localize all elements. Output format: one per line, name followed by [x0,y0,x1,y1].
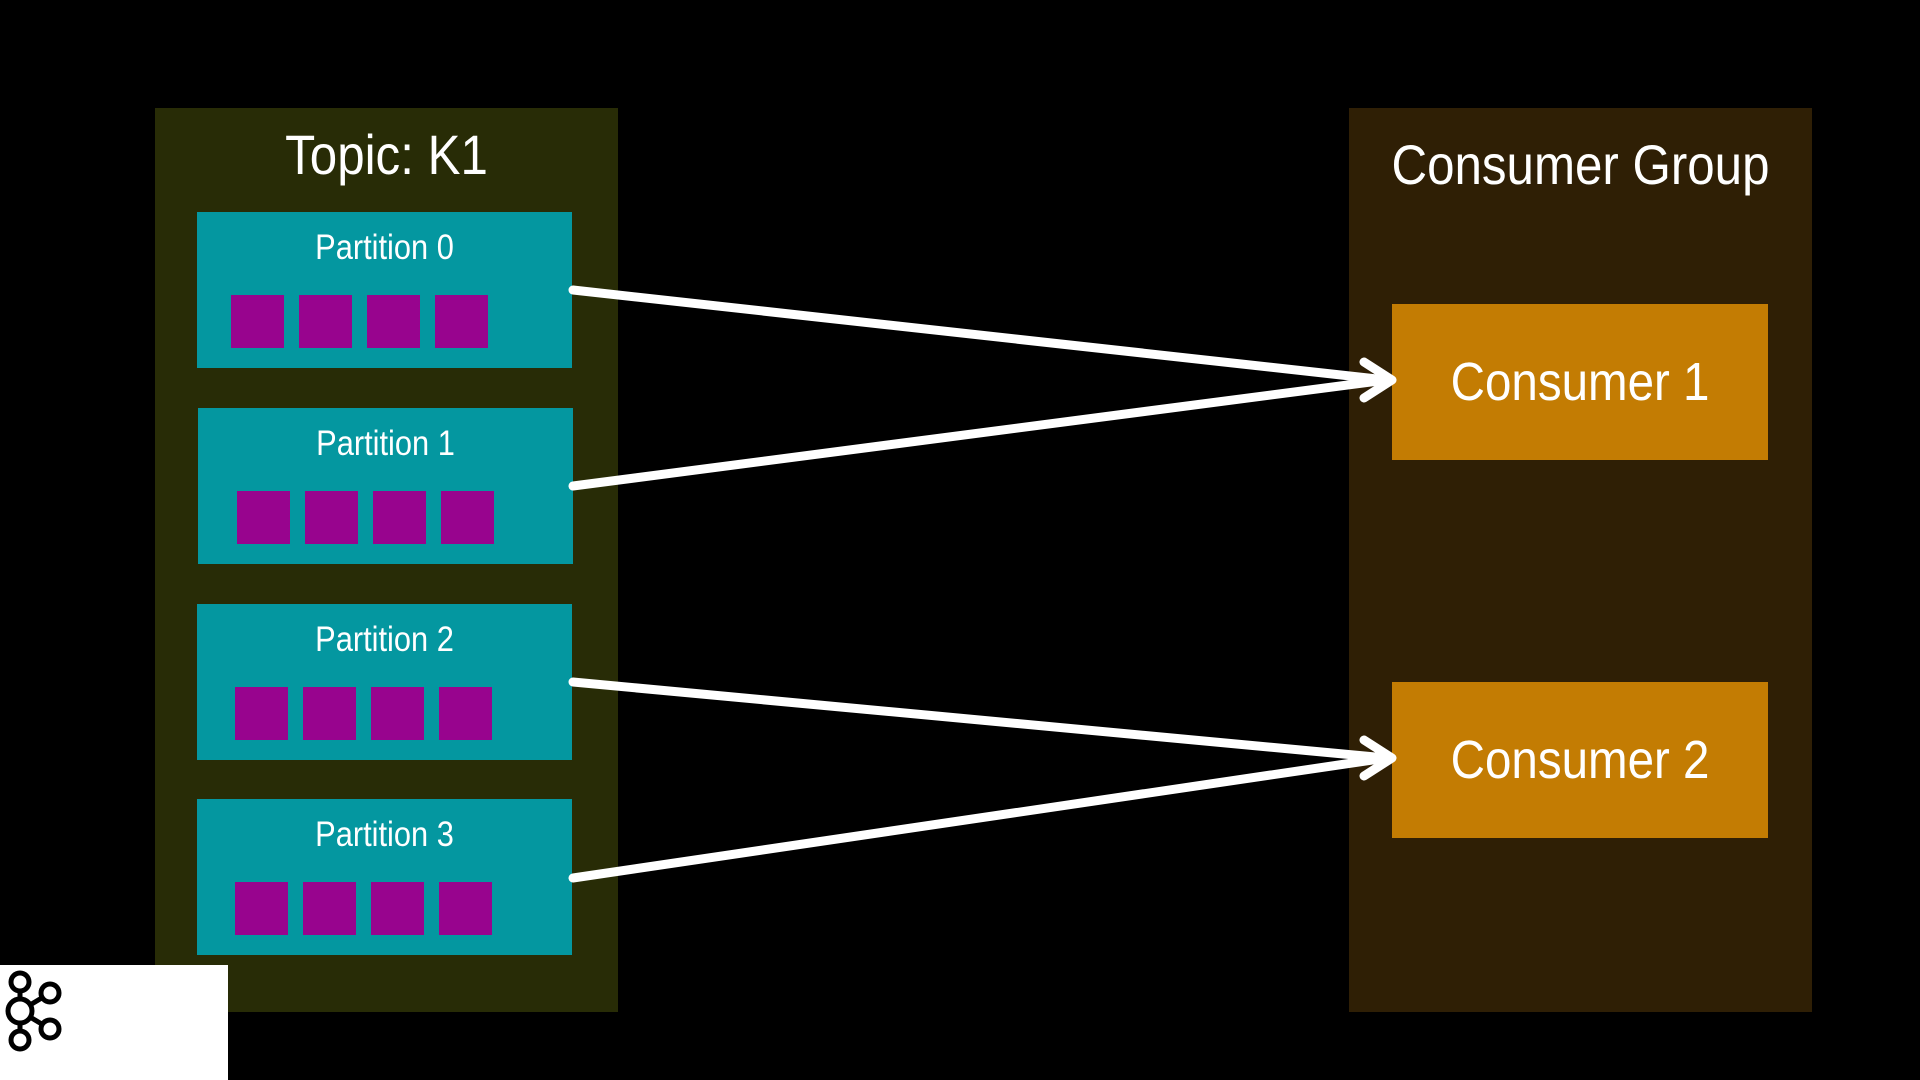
partition-2: Partition 2 [197,604,572,760]
arrow-partition-2-to-consumer-2 [568,677,1391,763]
kafka-logo [0,965,228,1080]
message-block [371,882,424,935]
message-block [371,687,424,740]
arrow-partition-3-to-consumer-2 [568,753,1391,883]
message-block [367,295,420,348]
message-block [439,687,492,740]
message-queue [237,491,494,544]
message-block [303,882,356,935]
consumer-label: Consumer 1 [1450,352,1710,412]
message-block [441,491,494,544]
message-block [439,882,492,935]
kafka-icon [5,970,62,1052]
message-block [303,687,356,740]
message-block [231,295,284,348]
consumer-group-panel: Consumer Group Consumer 1 Consumer 2 [1349,108,1812,1012]
consumer-2: Consumer 2 [1392,682,1768,838]
topic-title: Topic: K1 [285,123,488,186]
message-block [305,491,358,544]
partition-3: Partition 3 [197,799,572,955]
arrowhead-consumer-1 [1359,357,1397,403]
partition-label: Partition 2 [315,620,454,659]
message-block [235,687,288,740]
message-queue [235,687,492,740]
consumer-group-title: Consumer Group [1391,133,1770,196]
partition-1: Partition 1 [198,408,573,564]
partition-label: Partition 1 [316,424,455,463]
consumer-1: Consumer 1 [1392,304,1768,460]
partition-0: Partition 0 [197,212,572,368]
partition-label: Partition 3 [315,815,454,854]
partition-label: Partition 0 [315,228,454,267]
message-block [435,295,488,348]
message-queue [231,295,488,348]
arrowhead-consumer-2 [1359,735,1397,781]
topic-panel: Topic: K1 Partition 0 Partition 1 Partit… [155,108,618,1012]
message-queue [235,882,492,935]
arrow-partition-0-to-consumer-1 [568,285,1391,385]
arrow-partition-1-to-consumer-1 [568,375,1391,491]
message-block [235,882,288,935]
message-block [373,491,426,544]
message-block [237,491,290,544]
message-block [299,295,352,348]
consumer-label: Consumer 2 [1450,730,1710,790]
